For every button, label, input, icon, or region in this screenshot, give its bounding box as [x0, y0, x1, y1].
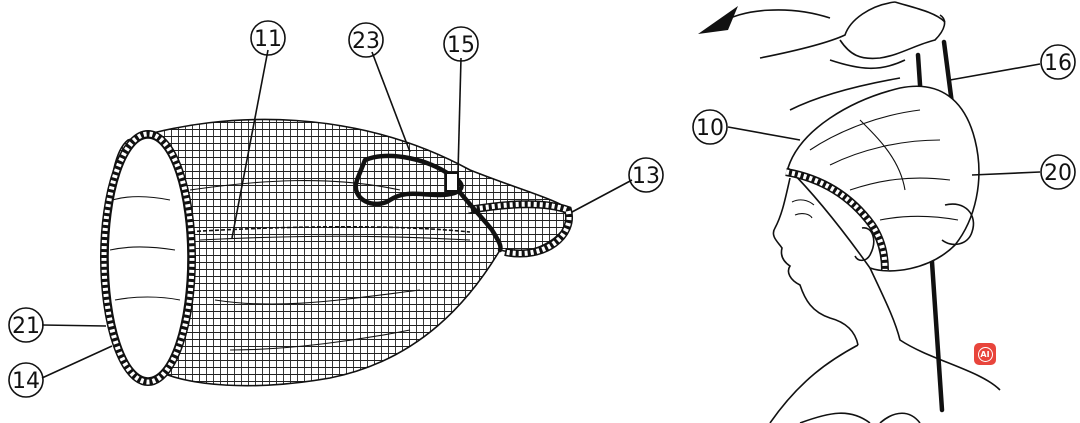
svg-text:11: 11 [254, 27, 282, 52]
ref-16: 16 [1040, 44, 1076, 80]
svg-text:23: 23 [352, 29, 380, 54]
buckle [445, 172, 459, 192]
cap-opening [107, 137, 189, 379]
rotation-arrow-head [698, 6, 738, 34]
ref-14: 14 [8, 362, 44, 398]
leader-lines-left [41, 49, 633, 379]
ref-23: 23 [348, 22, 384, 58]
ref-20: 20 [1040, 154, 1076, 190]
leader-lines-right [727, 63, 1041, 176]
ai-badge-label: AI [977, 346, 993, 362]
ref-11: 11 [250, 20, 286, 56]
ref-15: 15 [443, 26, 479, 62]
drawstring-loop [353, 153, 464, 207]
svg-text:20: 20 [1044, 161, 1072, 186]
ref-21: 21 [8, 307, 44, 343]
ref-13: 13 [628, 157, 664, 193]
ai-badge-icon[interactable]: AI [974, 343, 996, 365]
mesh-cap-drawing [100, 118, 573, 387]
svg-text:16: 16 [1044, 51, 1072, 76]
svg-text:15: 15 [447, 33, 475, 58]
ref-10: 10 [692, 109, 728, 145]
cap-on-head [787, 85, 980, 272]
svg-text:10: 10 [696, 116, 724, 141]
svg-text:13: 13 [632, 164, 660, 189]
person-drawing [698, 1, 1001, 423]
svg-text:21: 21 [12, 314, 40, 339]
svg-text:14: 14 [12, 369, 40, 394]
face-profile [772, 177, 859, 346]
